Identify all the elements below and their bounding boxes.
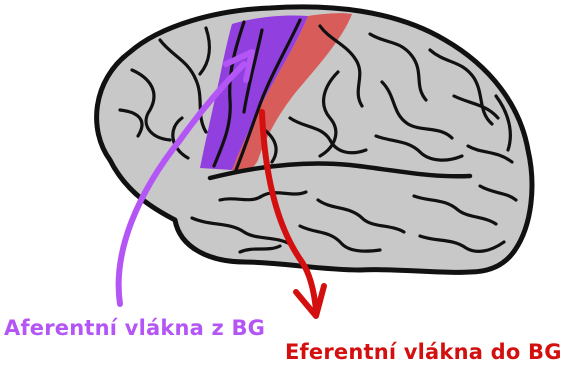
afferent-label: Aferentní vlákna z BG — [4, 316, 265, 340]
efferent-label: Eferentní vlákna do BG — [285, 340, 562, 364]
